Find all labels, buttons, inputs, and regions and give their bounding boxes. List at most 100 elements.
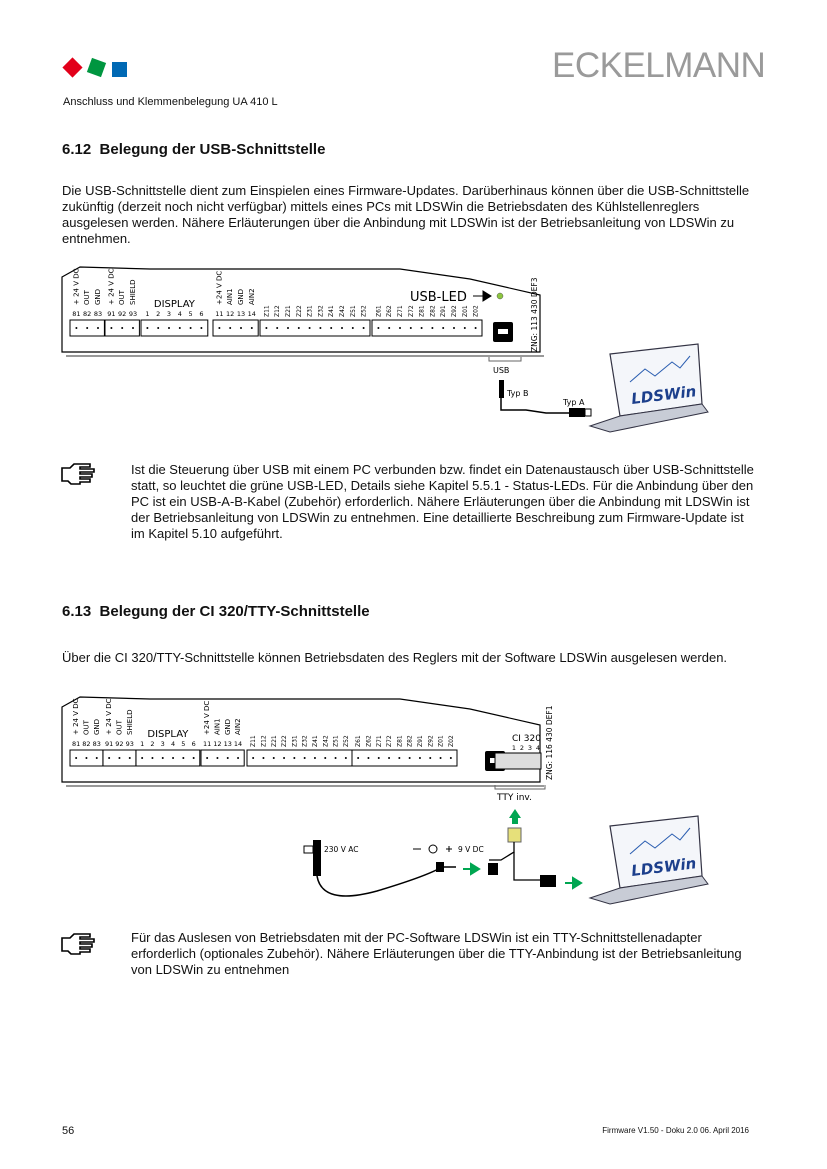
terminal-number: 13	[237, 310, 245, 318]
terminal-number: 5	[181, 740, 185, 748]
terminal-label: +24 V DC	[215, 271, 223, 305]
polarity-marks	[413, 846, 452, 852]
terminal-number: Z11	[263, 305, 270, 317]
power-dc-label: 9 V DC	[458, 845, 484, 854]
terminal-pin	[303, 757, 306, 759]
terminal-number: Z82	[429, 305, 436, 317]
terminal-number: 3	[167, 310, 171, 318]
ci320-terminal	[494, 752, 542, 770]
terminal-pin	[250, 327, 253, 329]
terminal-number: Z71	[397, 305, 404, 317]
terminal-number: Z12	[260, 735, 267, 747]
terminal-pin	[85, 757, 88, 759]
terminal-number: 91	[107, 310, 115, 318]
terminal-number: Z72	[408, 305, 415, 317]
terminal-label: OUT	[115, 719, 123, 735]
terminal-pin	[398, 757, 401, 759]
terminal-label: + 24 V DC	[72, 698, 80, 735]
terminal-block	[140, 319, 209, 337]
terminal-pin	[463, 327, 466, 329]
terminal-pin	[75, 327, 78, 329]
usb-a-plug-tip	[584, 408, 592, 417]
terminal-pin	[377, 757, 380, 759]
terminal-label: AIN1	[213, 718, 221, 735]
dc-plug	[436, 862, 444, 872]
terminal-number: 82	[83, 310, 91, 318]
terminal-number: Z02	[448, 735, 455, 747]
terminal-pin	[141, 757, 144, 759]
terminal-pin	[178, 327, 181, 329]
port-label: TTY inv.	[496, 793, 532, 803]
terminal-pin	[313, 757, 316, 759]
terminal-pin	[297, 327, 300, 329]
terminal-pin	[128, 757, 131, 759]
terminal-pin	[86, 327, 89, 329]
terminal-number: 92	[118, 310, 126, 318]
ci320-pin-number: 3	[528, 744, 532, 752]
terminal-number: 5	[189, 310, 193, 318]
terminal-pin	[252, 757, 255, 759]
terminal-pin	[420, 327, 423, 329]
terminal-pin	[377, 327, 380, 329]
terminal-pin	[192, 757, 195, 759]
terminal-pin	[182, 757, 185, 759]
terminal-pin	[226, 757, 229, 759]
footer-info: Firmware V1.50 - Doku 2.0 06. April 2016	[602, 1126, 749, 1135]
terminal-pin	[229, 327, 232, 329]
terminal-pin	[330, 327, 333, 329]
terminal-number: 82	[82, 740, 90, 748]
terminal-number: 6	[199, 310, 203, 318]
logo-blue-square	[112, 62, 127, 77]
terminal-pin	[237, 757, 240, 759]
chart-line-icon	[629, 827, 691, 855]
terminal-label: GND	[94, 289, 102, 305]
terminal-number: Z22	[281, 735, 288, 747]
terminal-pin	[262, 757, 265, 759]
terminal-number: Z51	[350, 305, 357, 317]
terminal-pin	[408, 757, 411, 759]
terminal-number: 3	[161, 740, 165, 748]
terminal-number: Z91	[417, 735, 424, 747]
terminal-pin	[121, 327, 124, 329]
terminal-pin	[118, 757, 121, 759]
terminal-block	[200, 749, 245, 767]
terminal-number: Z31	[307, 305, 314, 317]
terminal-label: SHIELD	[129, 280, 137, 305]
terminal-number: 4	[178, 310, 182, 318]
ci320-pin-number: 2	[520, 744, 524, 752]
arrow-icon	[473, 290, 492, 302]
brand-logo: ECKELMANN	[552, 46, 766, 85]
controller-housing	[61, 696, 541, 783]
terminal-number: Z62	[365, 735, 372, 747]
terminal-number: Z61	[355, 735, 362, 747]
terminal-number: Z42	[339, 305, 346, 317]
terminal-number: 2	[156, 310, 160, 318]
terminal-number: Z91	[440, 305, 447, 317]
arrow-right-icon	[463, 862, 481, 876]
terminal-pin	[319, 327, 322, 329]
terminal-number: Z92	[451, 305, 458, 317]
terminal-number: Z32	[317, 305, 324, 317]
terminal-block	[371, 319, 483, 337]
terminal-block	[351, 749, 458, 767]
terminal-pin	[439, 757, 442, 759]
terminal-pin	[240, 327, 242, 329]
terminal-pin	[146, 327, 149, 329]
usb-b-plug	[499, 380, 504, 398]
terminal-number: Z31	[291, 735, 298, 747]
note-text: Für das Auslesen von Betriebsdaten mit d…	[131, 930, 742, 977]
terminal-number: 81	[72, 740, 80, 748]
plug-a-label: Typ A	[562, 398, 585, 407]
terminal-number: 12	[213, 740, 221, 748]
terminal-pin	[357, 757, 360, 759]
terminal-pin	[161, 757, 164, 759]
terminal-label: +24 V DC	[203, 701, 211, 735]
terminal-number: 92	[115, 740, 123, 748]
terminal-pin	[189, 327, 192, 329]
terminal-pin	[168, 327, 170, 329]
terminal-pin	[431, 327, 434, 329]
terminal-label: OUT	[118, 289, 126, 305]
terminal-pin	[409, 327, 412, 329]
tty-cable	[489, 842, 515, 861]
